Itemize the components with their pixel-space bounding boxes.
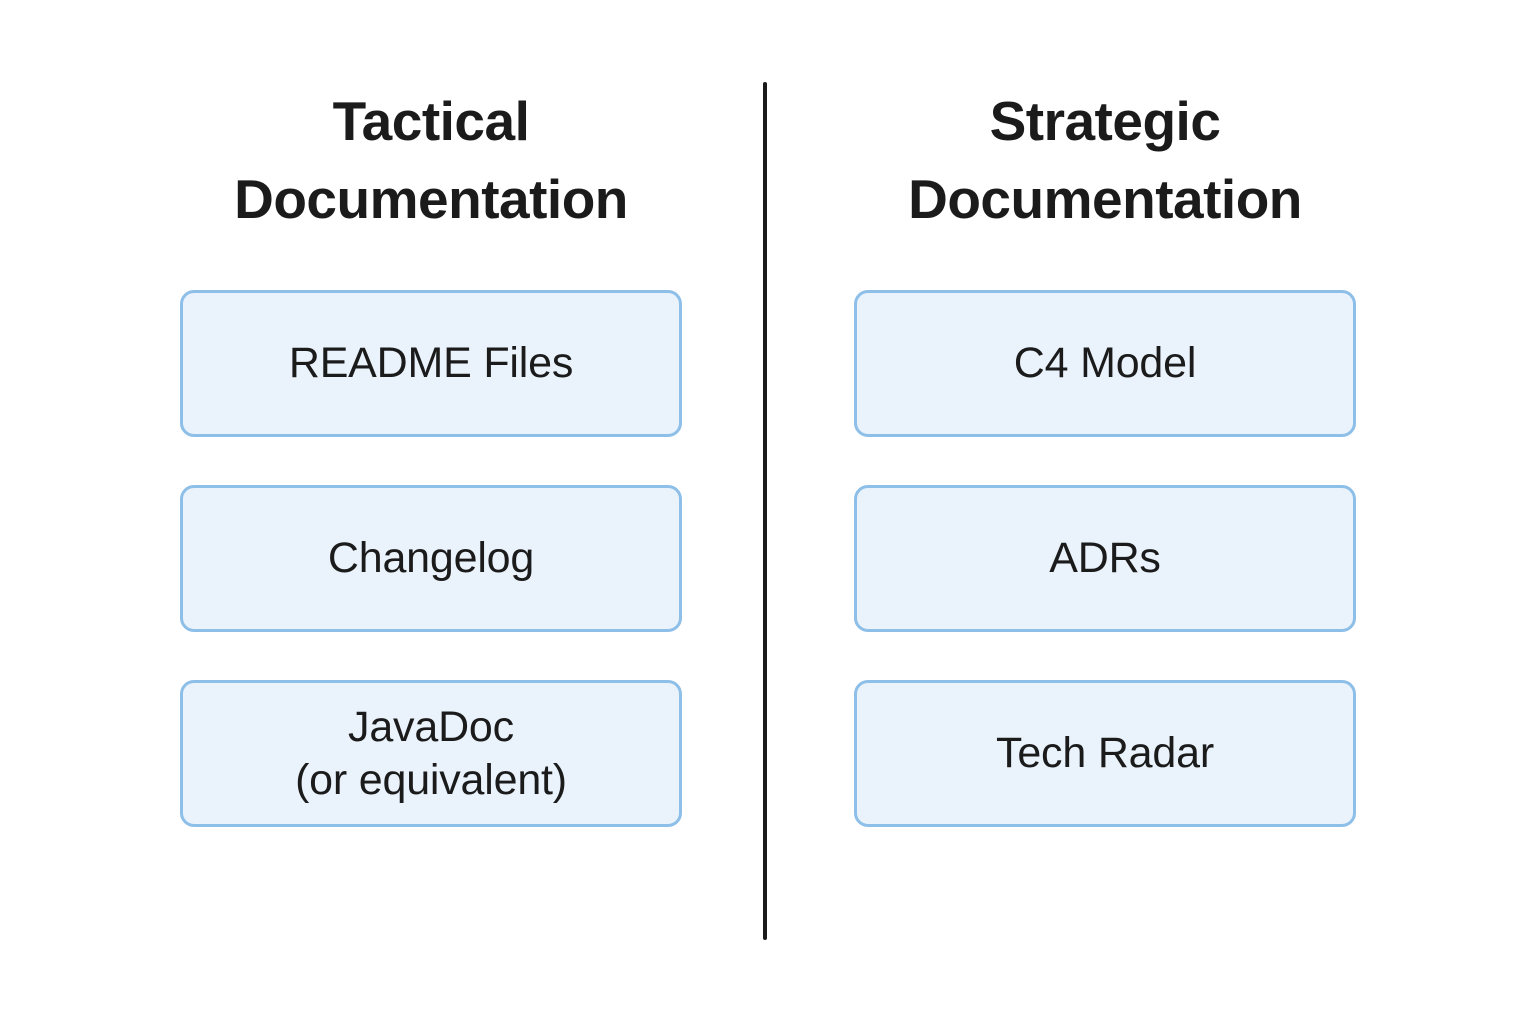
card-readme-files[interactable]: README Files bbox=[180, 290, 682, 437]
card-tech-radar[interactable]: Tech Radar bbox=[854, 680, 1356, 827]
card-label: Changelog bbox=[327, 534, 535, 583]
card-label: C4 Model bbox=[1013, 339, 1197, 388]
card-adrs[interactable]: ADRs bbox=[854, 485, 1356, 632]
card-label: ADRs bbox=[1049, 534, 1161, 583]
card-stack-strategic: C4 Model ADRs Tech Radar bbox=[854, 290, 1356, 827]
card-label: README Files bbox=[288, 339, 574, 388]
vertical-divider bbox=[763, 82, 767, 940]
card-stack-tactical: README Files Changelog JavaDoc (or equiv… bbox=[180, 290, 682, 827]
card-changelog[interactable]: Changelog bbox=[180, 485, 682, 632]
column-heading-strategic: Strategic Documentation bbox=[908, 90, 1302, 231]
column-tactical: Tactical Documentation README Files Chan… bbox=[121, 0, 741, 1024]
column-strategic: Strategic Documentation C4 Model ADRs Te… bbox=[795, 0, 1415, 1024]
card-label: JavaDoc (or equivalent) bbox=[295, 703, 567, 804]
card-label: Tech Radar bbox=[996, 729, 1214, 778]
card-c4-model[interactable]: C4 Model bbox=[854, 290, 1356, 437]
card-javadoc[interactable]: JavaDoc (or equivalent) bbox=[180, 680, 682, 827]
column-heading-tactical: Tactical Documentation bbox=[234, 90, 628, 231]
